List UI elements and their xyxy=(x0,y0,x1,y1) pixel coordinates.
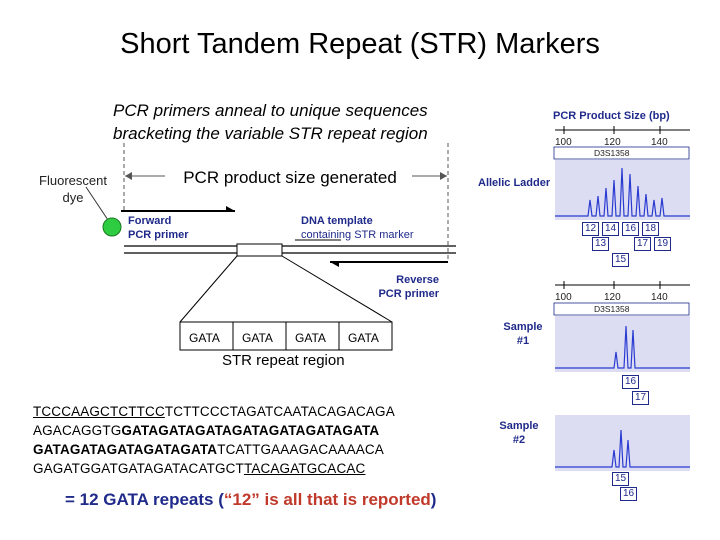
locus-label-top: D3S1358 xyxy=(594,148,630,158)
str-region-box xyxy=(236,243,283,257)
sequence-flank-3: TCATTGAAAGACAAAACA xyxy=(217,442,384,457)
sample1-label: Sample #1 xyxy=(498,320,548,348)
sample1-allele-16: 16 xyxy=(622,375,640,389)
sample1-panel xyxy=(555,316,690,372)
intro-line-2: bracketing the variable STR repeat regio… xyxy=(113,124,428,143)
summary-highlight: “12” is all that is reported xyxy=(223,490,431,509)
tick-140-top: 140 xyxy=(651,137,668,148)
forward-primer-line-1: Forward xyxy=(128,215,172,227)
dna-template-line-1: DNA template xyxy=(301,215,373,227)
ladder-allele-13: 13 xyxy=(592,237,610,251)
sample2-line-1: Sample xyxy=(499,420,539,432)
tick-100-middle: 100 xyxy=(555,292,572,303)
ladder-allele-17: 17 xyxy=(634,237,652,251)
ladder-allele-18: 18 xyxy=(642,222,660,236)
sequence-primer-site-2: TACAGATGCACAC xyxy=(243,461,366,476)
intro-text: PCR primers anneal to unique sequences b… xyxy=(113,99,428,145)
sample1-allele-17: 17 xyxy=(632,391,650,405)
product-size-title: PCR Product Size (bp) xyxy=(553,110,670,122)
fluorescent-dye-label: Fluorescent dye xyxy=(30,172,116,206)
sample2-line-2: #2 xyxy=(512,434,526,446)
summary-end: ) xyxy=(430,490,437,509)
tick-100-top: 100 xyxy=(555,137,572,148)
sample2-trace xyxy=(555,429,690,468)
sample1-line-2: #1 xyxy=(516,335,530,347)
dye-pointer-line xyxy=(85,186,109,221)
allelic-ladder-label: Allelic Ladder xyxy=(478,177,551,189)
ladder-allele-19: 19 xyxy=(654,237,672,251)
sequence-repeats-1: GATAGATAGATAGATAGATAGATAGATA xyxy=(121,423,380,438)
intro-line-1: PCR primers anneal to unique sequences xyxy=(113,101,428,120)
ladder-allele-15: 15 xyxy=(612,253,630,267)
locus-box-top xyxy=(553,146,690,160)
sample2-allele-15: 15 xyxy=(612,472,630,486)
product-size-label: PCR product size generated xyxy=(183,168,397,187)
forward-primer-line-2: PCR primer xyxy=(128,229,189,241)
sequence-line-3: GATAGATAGATAGATAGATATCATTGAAAGACAAAACA xyxy=(33,440,395,459)
sequence-primer-site-1: TCCCAAGCTCTTCC xyxy=(33,404,165,419)
sample1-trace xyxy=(555,325,690,369)
fluorescent-dye-line-2: dye xyxy=(62,190,84,205)
summary-main: = 12 GATA repeats ( xyxy=(65,490,224,509)
ladder-allele-12: 12 xyxy=(582,222,600,236)
locus-label-middle: D3S1358 xyxy=(594,304,630,314)
fluorescent-dye-line-1: Fluorescent xyxy=(39,173,107,188)
repeat-unit-2: GATA xyxy=(242,331,273,345)
sequence-repeats-2: GATAGATAGATAGATAGATA xyxy=(33,442,218,457)
sequence-line-1: TCCCAAGCTCTTCCTCTTCCCTAGATCAATACAGACAGA xyxy=(33,402,395,421)
forward-primer-label: Forward PCR primer xyxy=(128,214,189,242)
sample2-allele-16: 16 xyxy=(620,487,638,501)
reverse-primer-line-1: Reverse xyxy=(396,274,439,286)
sequence-flank-2: AGACAGGTG xyxy=(33,423,122,438)
repeat-unit-1: GATA xyxy=(189,331,220,345)
arrow-head-left-icon xyxy=(125,172,132,180)
str-region-label: STR repeat region xyxy=(222,352,345,369)
expand-line-right xyxy=(281,255,393,323)
sample1-line-1: Sample xyxy=(503,321,543,333)
sample2-label: Sample #2 xyxy=(494,419,544,447)
arrow-head-right-icon xyxy=(440,172,447,180)
summary-text: = 12 GATA repeats (“12” is all that is r… xyxy=(65,490,436,510)
fluorescent-dye-icon xyxy=(102,217,122,237)
locus-box-middle xyxy=(553,302,690,316)
repeat-unit-3: GATA xyxy=(295,331,326,345)
tick-120-top: 120 xyxy=(604,137,621,148)
ladder-trace xyxy=(555,167,690,217)
repeat-unit-4: GATA xyxy=(348,331,379,345)
ladder-allele-14: 14 xyxy=(602,222,620,236)
sequence-line-4: GAGATGGATGATAGATACATGCTTACAGATGCACAC xyxy=(33,459,395,478)
tick-120-middle: 120 xyxy=(604,292,621,303)
ladder-allele-16: 16 xyxy=(622,222,640,236)
forward-primer-arrowhead-icon xyxy=(226,206,235,211)
reverse-primer-line-2: PCR primer xyxy=(378,288,439,300)
dna-template-label: DNA template containing STR marker xyxy=(301,214,414,242)
sequence-flank-1: TCTTCCCTAGATCAATACAGACAGA xyxy=(164,404,395,419)
page-title: Short Tandem Repeat (STR) Markers xyxy=(120,28,600,60)
reverse-primer-arrowhead-icon xyxy=(330,262,339,267)
sequence-line-2: AGACAGGTGGATAGATAGATAGATAGATAGATAGATA xyxy=(33,421,395,440)
reverse-primer-label: Reverse PCR primer xyxy=(350,273,439,301)
tick-140-middle: 140 xyxy=(651,292,668,303)
expand-line-left xyxy=(179,255,238,323)
sequence-flank-4: GAGATGGATGATAGATACATGCT xyxy=(33,461,244,476)
dna-template-line-2: containing STR marker xyxy=(301,229,414,241)
